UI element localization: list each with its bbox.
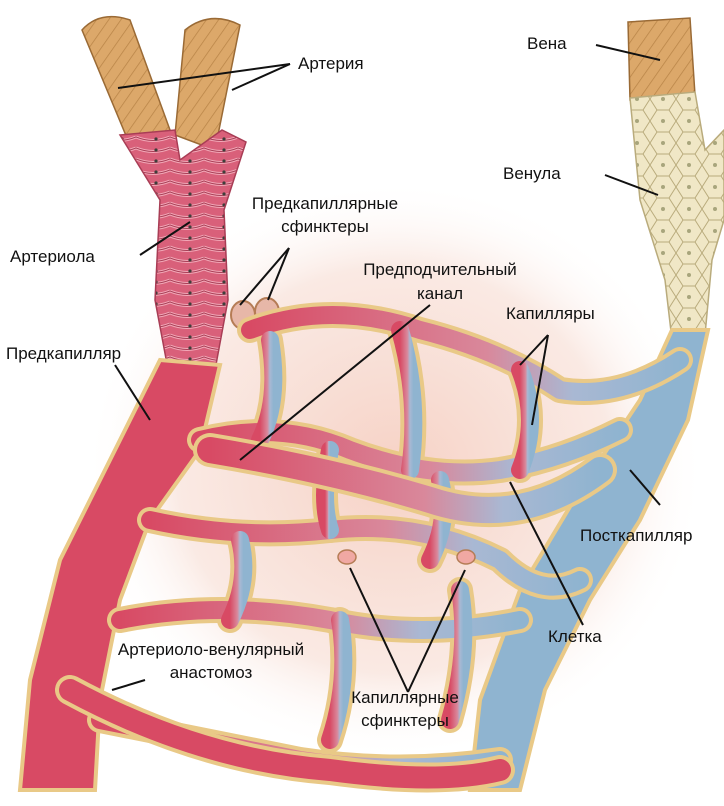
label-precapillary-sphincters-line1: Предкапиллярные [232,194,418,214]
label-preferential-channel-line2: канал [342,284,538,304]
label-artery: Артерия [298,54,364,74]
label-capillaries: Капилляры [506,304,595,324]
label-cell: Клетка [548,627,602,647]
label-precapillary: Предкапилляр [6,344,121,364]
label-vein: Вена [527,34,567,54]
label-postcapillary: Посткапилляр [580,526,692,546]
vein [628,18,695,100]
label-preferential-channel-line1: Предподчительный [342,260,538,280]
label-av-anastomosis-line2: анастомоз [86,663,336,683]
label-av-anastomosis-line1: Артериоло-венулярный [86,640,336,660]
artery [82,17,240,150]
label-venule: Венула [503,164,561,184]
label-capillary-sphincters-line1: Капиллярные [320,688,490,708]
label-arteriole: Артериола [10,247,95,267]
label-precapillary-sphincters-line2: сфинктеры [232,217,418,237]
label-capillary-sphincters-line2: сфинктеры [320,711,490,731]
